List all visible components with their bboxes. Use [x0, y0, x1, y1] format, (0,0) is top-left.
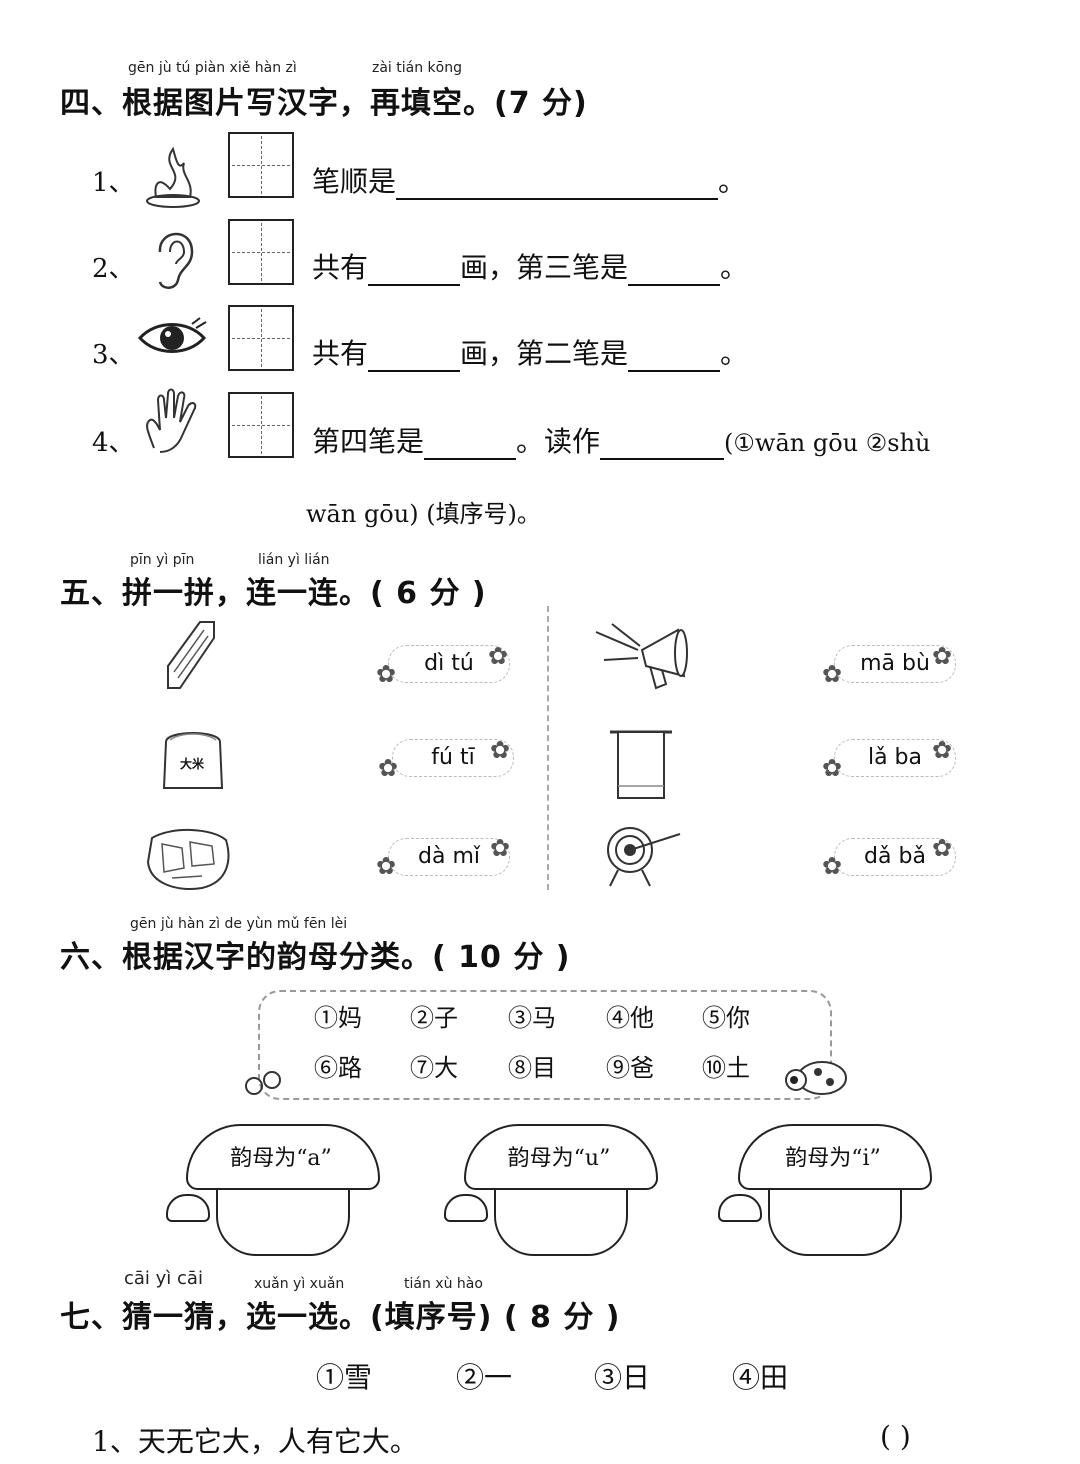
star-icon: ✿ — [376, 660, 397, 688]
section5-pinyin: pīn yì pīn — [130, 552, 195, 568]
fire-icon — [146, 146, 200, 208]
q1-number: 1、 — [92, 168, 135, 198]
char-item[interactable]: ⑦大 — [410, 1054, 458, 1082]
section7-title: 七、猜一猜，选一选。(填序号) ( 8 分 ) — [60, 1300, 621, 1335]
pinyin-card-la-ba[interactable]: lǎ ba — [834, 739, 956, 777]
writing-box-1[interactable] — [228, 132, 294, 198]
section4-pinyin: gēn jù tú piàn xiě hàn zì — [128, 60, 297, 76]
section6-title: 六、根据汉字的韵母分类。( 10 分 ) — [60, 940, 571, 975]
option-2[interactable]: ②一 — [456, 1361, 513, 1394]
section4-pinyin-2: zài tián kōng — [372, 60, 462, 76]
pinyin-card-di-tu[interactable]: dì tú — [388, 645, 510, 683]
q4-number: 4、 — [92, 428, 135, 458]
q4-blank-1[interactable] — [424, 428, 517, 460]
escalator-icon — [167, 621, 215, 689]
target-icon — [607, 827, 681, 887]
q1-text: 笔顺是。 — [312, 165, 747, 200]
q2-blank-1[interactable] — [368, 254, 461, 286]
char-item[interactable]: ⑨爸 — [606, 1054, 654, 1082]
ear-icon — [158, 232, 194, 289]
eye-icon — [137, 317, 207, 353]
q1-blank[interactable] — [396, 168, 719, 200]
q4-text: 第四笔是。读作(①wān gōu ②shù — [312, 425, 931, 460]
star-icon: ✿ — [822, 754, 843, 782]
option-4[interactable]: ④田 — [732, 1361, 789, 1394]
flower-icon — [245, 1071, 281, 1095]
q2-text: 共有画，第三笔是。 — [312, 251, 749, 286]
star-icon: ✿ — [490, 736, 511, 764]
riddle-1-answer[interactable]: ( ) — [880, 1420, 911, 1453]
writing-box-4[interactable] — [228, 392, 294, 458]
writing-box-2[interactable] — [228, 219, 294, 285]
section7-pinyin-3: tián xù hào — [404, 1276, 483, 1292]
char-item[interactable]: ②子 — [410, 1004, 458, 1032]
rice-bag-label: 大米 — [180, 757, 205, 771]
rice-bag-icon — [162, 732, 224, 789]
char-item[interactable]: ③马 — [508, 1004, 556, 1032]
section6-pinyin: gēn jù hàn zì de yùn mǔ fēn lèi — [130, 916, 348, 932]
q4-text-line2: wān gōu) (填序号)。 — [306, 500, 541, 528]
q3-number: 3、 — [92, 340, 135, 370]
towel-icon — [610, 730, 672, 799]
star-icon: ✿ — [822, 852, 843, 880]
horn-icon — [595, 623, 688, 690]
star-icon: ✿ — [932, 834, 953, 862]
q3-text: 共有画，第二笔是。 — [312, 337, 749, 372]
char-item[interactable]: ⑧目 — [508, 1054, 556, 1082]
mushroom-a[interactable]: 韵母为“a” — [166, 1124, 380, 1256]
star-icon: ✿ — [822, 660, 843, 688]
section4-title: 四、根据图片写汉字，再填空。(7 分) — [60, 86, 588, 121]
char-item[interactable]: ①妈 — [314, 1004, 362, 1032]
pinyin-card-da-mi[interactable]: dà mǐ — [388, 838, 510, 876]
char-item[interactable]: ⑩土 — [702, 1054, 750, 1082]
hand-icon — [146, 388, 197, 453]
mushroom-i[interactable]: 韵母为“i” — [718, 1124, 932, 1256]
section7-pinyin-2: xuǎn yì xuǎn — [254, 1276, 345, 1292]
writing-box-3[interactable] — [228, 305, 294, 371]
mushroom-u-label: 韵母为“u” — [507, 1146, 611, 1171]
char-item[interactable]: ④他 — [606, 1004, 654, 1032]
character-bank — [258, 990, 832, 1100]
char-item[interactable]: ⑥路 — [314, 1054, 362, 1082]
star-icon: ✿ — [490, 834, 511, 862]
option-1[interactable]: ①雪 — [316, 1361, 373, 1394]
star-icon: ✿ — [376, 852, 397, 880]
mushroom-a-label: 韵母为“a” — [230, 1146, 332, 1171]
q2-blank-2[interactable] — [628, 254, 721, 286]
pinyin-card-da-ba[interactable]: dǎ bǎ — [834, 838, 956, 876]
section5-title: 五、拼一拼，连一连。( 6 分 ) — [60, 576, 487, 611]
q3-blank-1[interactable] — [368, 340, 461, 372]
option-3[interactable]: ③日 — [594, 1361, 651, 1394]
mushroom-u[interactable]: 韵母为“u” — [444, 1124, 658, 1256]
map-icon — [146, 829, 230, 890]
section7-pinyin: cāi yì cāi — [124, 1268, 203, 1289]
ladybug-icon — [785, 1061, 847, 1095]
riddle-1: 1、天无它大，人有它大。 — [92, 1425, 418, 1458]
pinyin-card-ma-bu[interactable]: mā bù — [834, 645, 956, 683]
q2-number: 2、 — [92, 254, 135, 284]
char-item[interactable]: ⑤你 — [702, 1004, 750, 1032]
section5-pinyin-2: lián yì lián — [258, 552, 330, 568]
section5-divider — [547, 606, 549, 890]
star-icon: ✿ — [378, 754, 399, 782]
star-icon: ✿ — [932, 736, 953, 764]
star-icon: ✿ — [488, 642, 509, 670]
pinyin-card-fu-ti[interactable]: fú tī — [392, 739, 514, 777]
q3-blank-2[interactable] — [628, 340, 721, 372]
star-icon: ✿ — [932, 642, 953, 670]
mushroom-i-label: 韵母为“i” — [785, 1146, 881, 1171]
q4-blank-2[interactable] — [600, 428, 725, 460]
